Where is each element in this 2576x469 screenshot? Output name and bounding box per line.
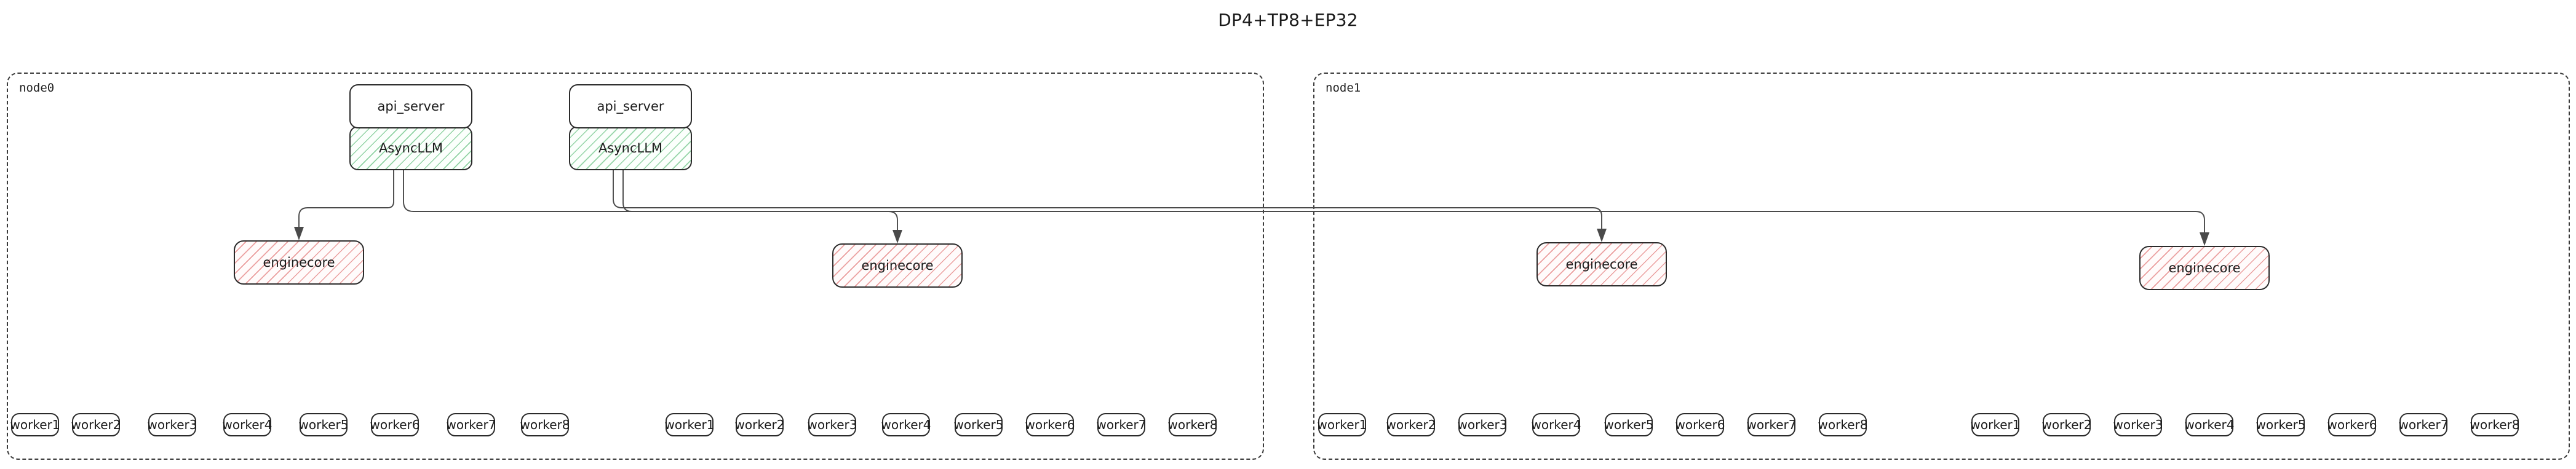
worker-box[interactable]: worker7 <box>1747 413 1796 436</box>
worker-box[interactable]: worker1 <box>1318 413 1367 436</box>
worker-box[interactable]: worker5 <box>954 413 1003 436</box>
api-server-box[interactable]: api_server <box>569 84 692 128</box>
worker-box[interactable]: worker2 <box>735 413 784 436</box>
worker-box[interactable]: worker3 <box>808 413 857 436</box>
worker-box[interactable]: worker4 <box>2185 413 2234 436</box>
worker-box[interactable]: worker6 <box>370 413 419 436</box>
node-container-node1: node1 <box>1313 73 2570 460</box>
worker-box[interactable]: worker3 <box>2113 413 2163 436</box>
worker-box[interactable]: worker6 <box>2328 413 2377 436</box>
worker-box[interactable]: worker6 <box>1025 413 1075 436</box>
enginecore-box[interactable]: enginecore <box>234 240 364 285</box>
worker-box[interactable]: worker6 <box>1676 413 1725 436</box>
worker-box[interactable]: worker2 <box>2042 413 2091 436</box>
worker-box[interactable]: worker8 <box>2470 413 2519 436</box>
enginecore-box[interactable]: enginecore <box>2139 246 2270 290</box>
asyncllm-box[interactable]: AsyncLLM <box>349 126 472 170</box>
worker-box[interactable]: worker2 <box>71 413 121 436</box>
node-container-node0: node0 <box>7 73 1264 460</box>
worker-box[interactable]: worker5 <box>299 413 348 436</box>
node-label-node1: node1 <box>1326 81 1361 95</box>
worker-box[interactable]: worker4 <box>881 413 931 436</box>
worker-box[interactable]: worker7 <box>447 413 496 436</box>
worker-box[interactable]: worker5 <box>2256 413 2305 436</box>
worker-box[interactable]: worker3 <box>1458 413 1507 436</box>
enginecore-box[interactable]: enginecore <box>832 243 963 288</box>
enginecore-box[interactable]: enginecore <box>1536 242 1667 286</box>
worker-box[interactable]: worker1 <box>10 413 60 436</box>
worker-box[interactable]: worker8 <box>1168 413 1217 436</box>
worker-box[interactable]: worker3 <box>148 413 197 436</box>
worker-box[interactable]: worker4 <box>223 413 272 436</box>
worker-box[interactable]: worker1 <box>665 413 714 436</box>
worker-box[interactable]: worker8 <box>1818 413 1867 436</box>
worker-box[interactable]: worker4 <box>1532 413 1581 436</box>
asyncllm-box[interactable]: AsyncLLM <box>569 126 692 170</box>
worker-box[interactable]: worker7 <box>1097 413 1146 436</box>
worker-box[interactable]: worker8 <box>520 413 570 436</box>
worker-box[interactable]: worker7 <box>2399 413 2448 436</box>
worker-box[interactable]: worker1 <box>1971 413 2020 436</box>
page-title: DP4+TP8+EP32 <box>1218 10 1358 30</box>
api-server-box[interactable]: api_server <box>349 84 472 128</box>
worker-box[interactable]: worker2 <box>1386 413 1436 436</box>
node-label-node0: node0 <box>19 81 55 95</box>
worker-box[interactable]: worker5 <box>1604 413 1653 436</box>
